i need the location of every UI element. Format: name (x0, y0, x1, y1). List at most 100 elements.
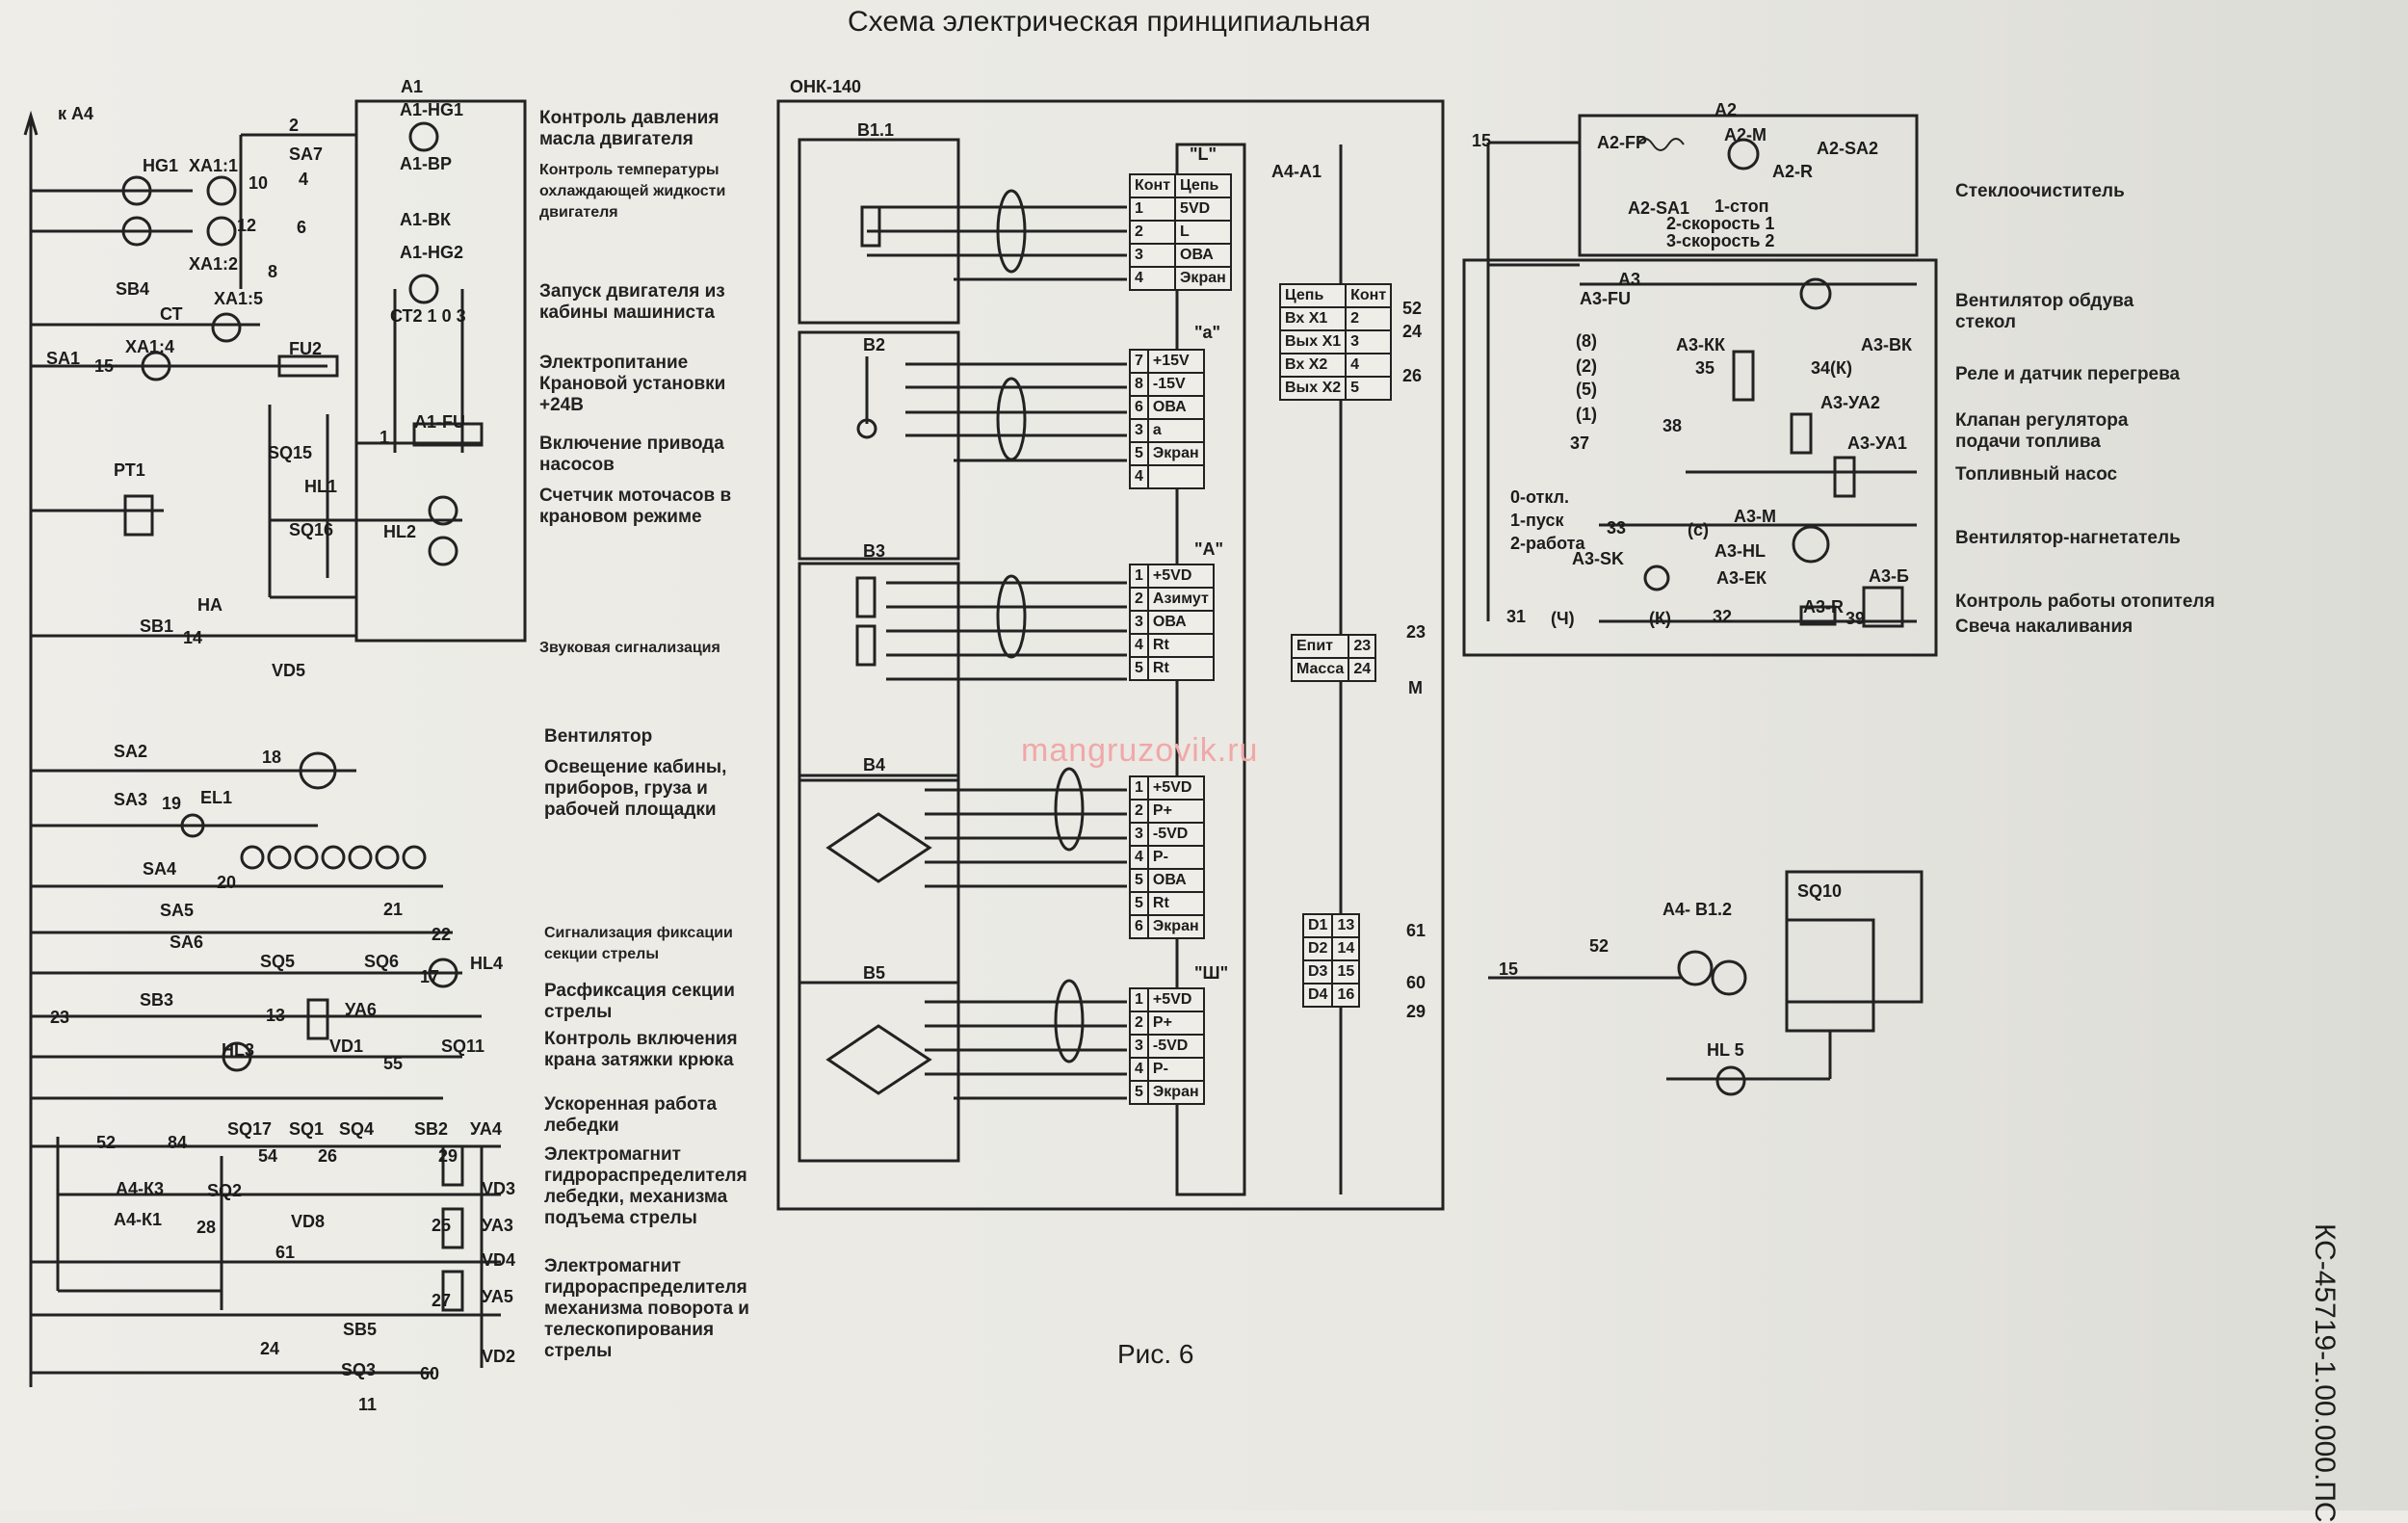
comp-a4-k3: А4-К3 (116, 1179, 165, 1198)
label-fuel-valve: Клапан регулятора подачи топлива (1955, 410, 2129, 452)
wire-24: 24 (260, 1339, 280, 1358)
wire-14: 14 (183, 628, 203, 647)
wire-52: 52 (96, 1133, 117, 1152)
wire-25: 25 (432, 1216, 452, 1235)
label-boom-unfix: Расфиксация секции стрелы (544, 981, 735, 1022)
mode-start: 1-пуск (1510, 511, 1564, 530)
r-wire-1p: (1) (1576, 405, 1597, 424)
label-winch-valve: Электромагнит гидрораспределителя лебедк… (544, 1144, 747, 1228)
sub-a4-b12: А4- В1.2 (1662, 900, 1733, 919)
comp-hl1: HL1 (304, 477, 338, 496)
label-hook-control: Контроль включения крана затяжки крюка (544, 1029, 738, 1070)
wire-15a: 15 (94, 356, 115, 376)
comp-vd4: VD4 (482, 1250, 516, 1270)
a1-title: А1 (401, 77, 424, 96)
comp-ya3: УА3 (482, 1216, 513, 1235)
comp-sb3: SB3 (140, 990, 174, 1010)
a2-sa1: А2-SA1 (1628, 198, 1690, 218)
diagram-title: Схема электрическая принципиальная (848, 6, 1372, 38)
a3-b: А3-Б (1869, 566, 1909, 586)
comp-ct: СТ (160, 304, 183, 324)
wire-61: 61 (275, 1243, 296, 1262)
mode-off: 0-откл. (1510, 487, 1570, 507)
a3-sk: А3-SK (1572, 549, 1625, 568)
comp-xa1-5: ХА1:5 (214, 289, 264, 308)
wire-11: 11 (358, 1395, 378, 1414)
wire-26: 26 (318, 1146, 338, 1166)
power-wire-m: М (1408, 678, 1423, 697)
a3-ya2: А3-УА2 (1820, 393, 1880, 412)
a1-bk: А1-ВК (400, 210, 451, 229)
sensor-b2: В2 (863, 335, 886, 354)
a2-mode2: 2-скорость 1 (1666, 214, 1775, 233)
comp-hl2: HL2 (383, 522, 417, 541)
a2-m: А2-М (1724, 125, 1767, 144)
comp-sb1: SB1 (140, 617, 174, 636)
comp-vd3: VD3 (482, 1179, 516, 1198)
sub-sq10: SQ10 (1797, 881, 1843, 901)
r-wire-2p: (2) (1576, 356, 1597, 376)
a1-fu: А1-FU (414, 412, 465, 432)
comp-sa3: SA3 (114, 790, 148, 809)
r-wire-37: 37 (1570, 433, 1590, 453)
wire-19: 19 (162, 794, 182, 813)
comp-ya4: УА4 (470, 1119, 502, 1139)
comp-sq2: SQ2 (207, 1181, 243, 1200)
comp-hg1: HG1 (143, 156, 179, 175)
wire-27: 27 (432, 1291, 452, 1310)
wire-2: 2 (289, 116, 300, 135)
comp-vd8: VD8 (291, 1212, 326, 1231)
r-wire-15: 15 (1472, 131, 1492, 150)
r-wire-33: 33 (1607, 518, 1627, 538)
wire-55: 55 (383, 1054, 404, 1073)
comp-a4-k1: А4-К1 (114, 1210, 163, 1229)
label-glow-plug: Свеча накаливания (1955, 617, 2133, 637)
comp-ya5: УА5 (482, 1287, 513, 1306)
r-wire-ch: (Ч) (1551, 609, 1575, 628)
power-wire-23: 23 (1406, 622, 1426, 642)
a1-bp: А1-ВР (400, 154, 453, 173)
comp-el1: EL1 (200, 788, 233, 807)
comp-sa7: SA7 (289, 144, 324, 164)
wire-10: 10 (249, 173, 269, 193)
wire-22: 22 (432, 925, 452, 944)
sub-wire-52: 52 (1589, 936, 1610, 956)
mode-work: 2-работа (1510, 534, 1585, 553)
sensor-b4: В4 (863, 755, 886, 775)
comp-xa1-2: ХА1:2 (189, 254, 239, 274)
comp-sq6: SQ6 (364, 952, 400, 971)
a1-hg2: А1-HG2 (400, 243, 464, 262)
label-winch-fast: Ускоренная работа лебедки (544, 1094, 718, 1136)
wire-20: 20 (217, 873, 237, 892)
r-wire-32: 32 (1713, 607, 1733, 626)
wire-28: 28 (196, 1218, 217, 1237)
comp-sa2: SA2 (114, 742, 148, 761)
comp-sa5: SA5 (160, 901, 195, 920)
r-wire-31: 31 (1506, 607, 1527, 626)
sensor-b3: В3 (863, 541, 886, 561)
r-wire-5p: (5) (1576, 380, 1597, 399)
a2-mode3: 3-скорость 2 (1666, 231, 1775, 250)
comp-sq3: SQ3 (341, 1360, 377, 1379)
wire-8: 8 (268, 262, 278, 281)
label-power-supply: Электропитание Крановой установки +24В (539, 353, 726, 415)
connector-sh-id: "Ш" (1194, 963, 1229, 983)
label-sound-signal: Звуковая сигнализация (539, 640, 720, 656)
figure-caption: Рис. 6 (1117, 1339, 1194, 1369)
wire-21: 21 (383, 900, 404, 919)
sensor-b1-1: В1.1 (857, 120, 895, 140)
wire-60: 60 (420, 1364, 440, 1383)
r-wire-35: 35 (1695, 358, 1715, 378)
wire-23: 23 (50, 1008, 70, 1027)
sensor-b5: В5 (863, 963, 886, 983)
comp-sq11: SQ11 (441, 1037, 485, 1056)
label-fan: Вентилятор (544, 726, 653, 747)
label-engine-start: Запуск двигателя из кабины машиниста (539, 281, 725, 323)
label-glass-fan: Вентилятор обдува стекол (1955, 291, 2134, 332)
wire-18: 18 (262, 748, 282, 767)
a3-title: А3 (1618, 270, 1641, 289)
